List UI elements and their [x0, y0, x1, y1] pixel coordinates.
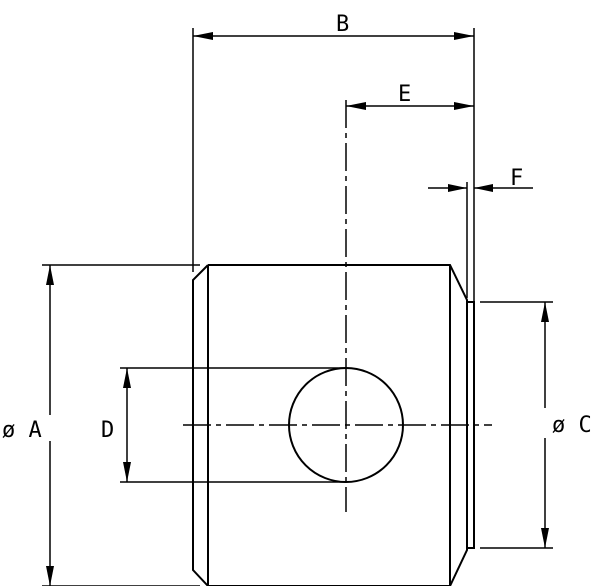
label-d: D	[101, 418, 114, 443]
dimension-d: D	[101, 368, 131, 482]
label-f: F	[510, 166, 523, 191]
label-e: E	[398, 82, 411, 107]
dimension-f: F	[428, 166, 533, 192]
dimension-a: ø A	[0, 265, 62, 586]
extension-lines	[42, 28, 553, 586]
label-a: ø A	[2, 418, 42, 443]
dimension-e: E	[346, 82, 474, 110]
dimension-b: B	[193, 12, 474, 40]
label-c: ø C	[552, 413, 592, 438]
label-b: B	[336, 12, 349, 37]
dimension-c: ø C	[538, 302, 600, 548]
